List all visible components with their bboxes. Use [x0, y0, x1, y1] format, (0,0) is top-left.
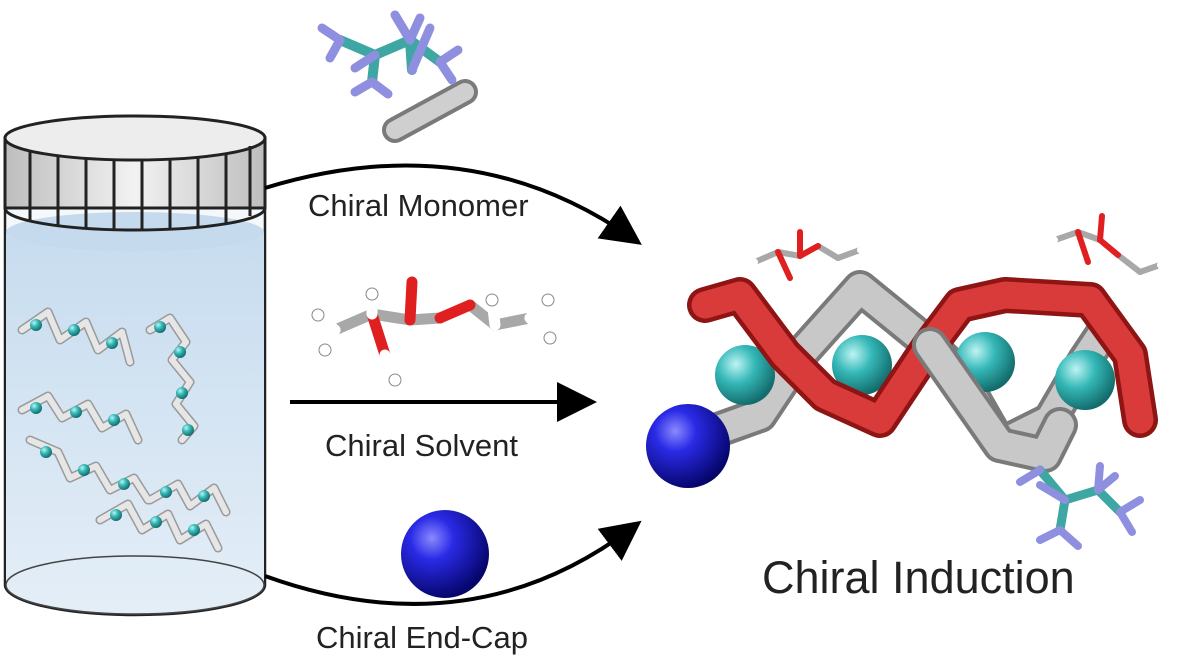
helix-polymer-icon [646, 213, 1173, 550]
monomer-molecule-icon [317, 10, 478, 143]
endcap-sphere-icon [401, 510, 489, 598]
vial-icon [3, 114, 267, 617]
label-chiral-end-cap: Chiral End-Cap [316, 620, 528, 655]
vial-helix-polymers [17, 307, 231, 553]
arrow-monomer [264, 163, 642, 245]
label-chiral-induction: Chiral Induction [762, 552, 1075, 603]
label-chiral-monomer: Chiral Monomer [308, 188, 529, 223]
arrow-endcap [264, 520, 642, 606]
solvent-molecule-icon [311, 276, 557, 387]
helix-side-chain [1016, 462, 1144, 550]
label-chiral-solvent: Chiral Solvent [325, 428, 518, 463]
vial-cap [3, 114, 267, 232]
helix-solvent-molecules [739, 213, 1173, 283]
